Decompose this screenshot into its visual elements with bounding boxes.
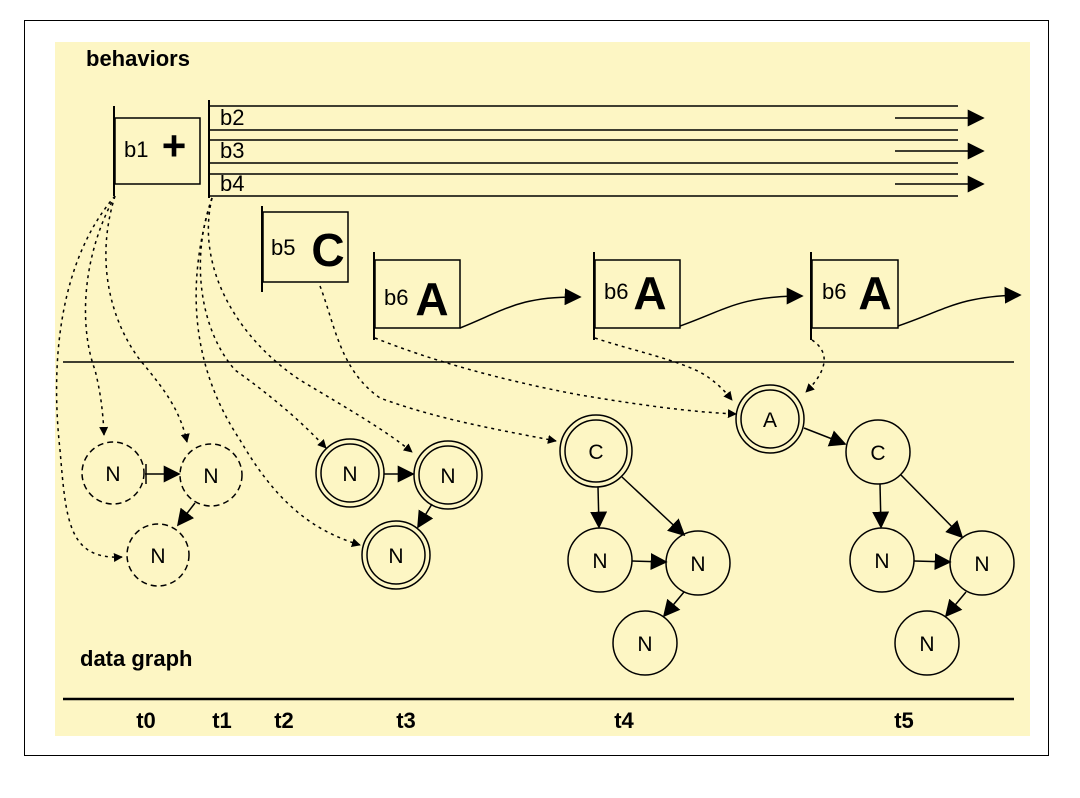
time-label-t2: t2 xyxy=(274,708,294,733)
behavior-b6-third: b6 A xyxy=(810,252,1022,340)
behavior-lanes: b2 b3 b4 xyxy=(208,100,985,198)
time-label-t5: t5 xyxy=(894,708,914,733)
behavior-to-node-links xyxy=(55,195,825,562)
node-a: A xyxy=(763,409,777,432)
behavior-b6-first: b6 A xyxy=(373,252,582,340)
time-label-t1: t1 xyxy=(212,708,232,733)
node-n: N xyxy=(974,553,989,576)
node-n: N xyxy=(342,463,357,486)
node-group-t4: C N N N xyxy=(559,414,731,676)
b6-label: b6 xyxy=(384,285,408,310)
node-n: N xyxy=(592,550,607,573)
behaviors-label: behaviors xyxy=(86,46,190,71)
node-n: N xyxy=(150,545,165,568)
time-label-t4: t4 xyxy=(614,708,634,733)
node-n: N xyxy=(203,465,218,488)
node-n: N xyxy=(105,463,120,486)
time-label-t3: t3 xyxy=(396,708,416,733)
b6-label: b6 xyxy=(604,279,628,304)
node-n: N xyxy=(874,550,889,573)
b6-a-symbol: A xyxy=(633,267,666,319)
timeline-labels: t0 t1 t2 t3 t4 t5 xyxy=(136,708,914,733)
time-label-t0: t0 xyxy=(136,708,156,733)
node-n: N xyxy=(690,553,705,576)
b4-label: b4 xyxy=(220,171,244,196)
outer-frame xyxy=(24,20,1049,756)
behavior-b6-second: b6 A xyxy=(593,252,804,340)
behavior-b5: b5 C xyxy=(261,206,349,292)
node-n: N xyxy=(388,545,403,568)
b1-plus-symbol: + xyxy=(162,122,187,169)
b5-label: b5 xyxy=(271,235,295,260)
b1-label: b1 xyxy=(124,137,148,162)
background-panel xyxy=(55,42,1030,736)
b6-a-symbol: A xyxy=(415,273,448,325)
data-graph-label: data graph xyxy=(80,646,192,671)
node-n: N xyxy=(919,633,934,656)
node-n: N xyxy=(440,465,455,488)
node-group-t5: A C N N N xyxy=(735,384,1015,676)
b6-label: b6 xyxy=(822,279,846,304)
b6-a-symbol: A xyxy=(858,267,891,319)
node-group-dashed: N N N xyxy=(81,441,243,587)
b2-label: b2 xyxy=(220,105,244,130)
node-c: C xyxy=(588,441,603,464)
b5-c-symbol: C xyxy=(311,224,344,276)
b3-label: b3 xyxy=(220,138,244,163)
node-group-t3: N N N xyxy=(315,438,483,590)
node-c: C xyxy=(870,442,885,465)
behavior-b1: b1 + xyxy=(113,106,201,196)
node-n: N xyxy=(637,633,652,656)
